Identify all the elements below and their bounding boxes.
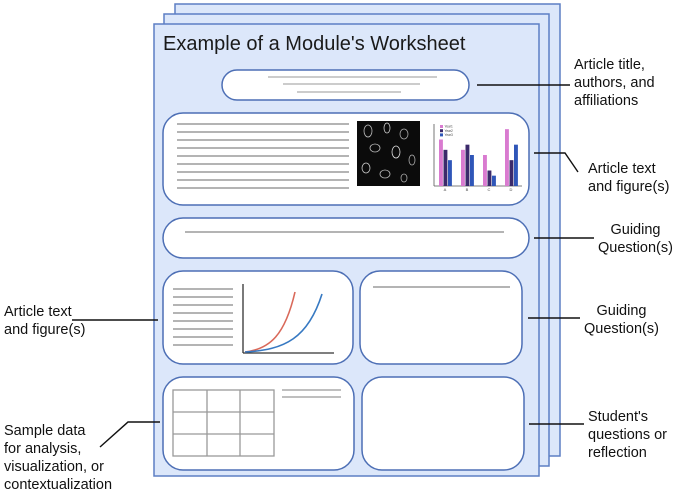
mini-legend-label: Year1 (445, 125, 453, 129)
callout-guiding-question-1: Guiding Question(s) (598, 222, 673, 256)
mini-bar (465, 144, 470, 186)
callout-connectors (72, 84, 594, 448)
mini-tick-label: A (444, 187, 447, 192)
callout-student-questions: Student's questions or reflection (588, 409, 667, 461)
mini-bar (505, 129, 509, 186)
connector-article-right (534, 152, 579, 173)
mini-bar (470, 155, 474, 186)
mini-bar (492, 175, 496, 186)
article-lineplot-panel (162, 270, 354, 365)
data-table-grid (172, 389, 275, 457)
mini-legend-label: Year2 (445, 129, 453, 133)
article-figure-panel (162, 112, 530, 206)
line-plot (242, 284, 334, 354)
mini-bar (487, 170, 492, 186)
callout-sample-data: Sample data for analysis, visualization,… (4, 423, 113, 493)
mini-tick-label: C (488, 187, 491, 192)
mini-bar (483, 155, 487, 186)
student-reflection-panel (361, 376, 525, 471)
connector-sample-data (99, 421, 160, 448)
sample-data-panel (162, 376, 355, 471)
mini-bar (448, 160, 452, 186)
mini-bar (443, 149, 448, 186)
article-text-lines-small (173, 288, 233, 346)
mini-legend-label: Year3 (445, 133, 453, 137)
curve-blue (244, 293, 323, 353)
mini-legend-swatch (440, 133, 443, 137)
mini-tick-label: B (466, 187, 469, 192)
mini-bar (461, 149, 465, 186)
title-panel (221, 69, 470, 101)
callout-guiding-question-2: Guiding Question(s) (584, 303, 659, 337)
mini-bar (514, 144, 518, 186)
cell-microscopy-image (357, 121, 420, 186)
article-text-lines (177, 123, 349, 189)
callout-title-authors: Article title, authors, and affiliations (574, 57, 655, 109)
guiding-question-panel (359, 270, 523, 365)
callout-article-text-left: Article text and figure(s) (4, 304, 86, 338)
mini-tick-label: D (510, 187, 513, 192)
worksheet-title: Example of a Module's Worksheet (163, 33, 466, 55)
guiding-question-panel-wide (162, 217, 530, 259)
mini-legend-swatch (440, 129, 443, 133)
mini-legend-swatch (440, 125, 443, 128)
callout-article-text-right: Article text and figure(s) (588, 161, 670, 195)
mini-bar (509, 160, 514, 186)
mini-bar (439, 139, 443, 186)
